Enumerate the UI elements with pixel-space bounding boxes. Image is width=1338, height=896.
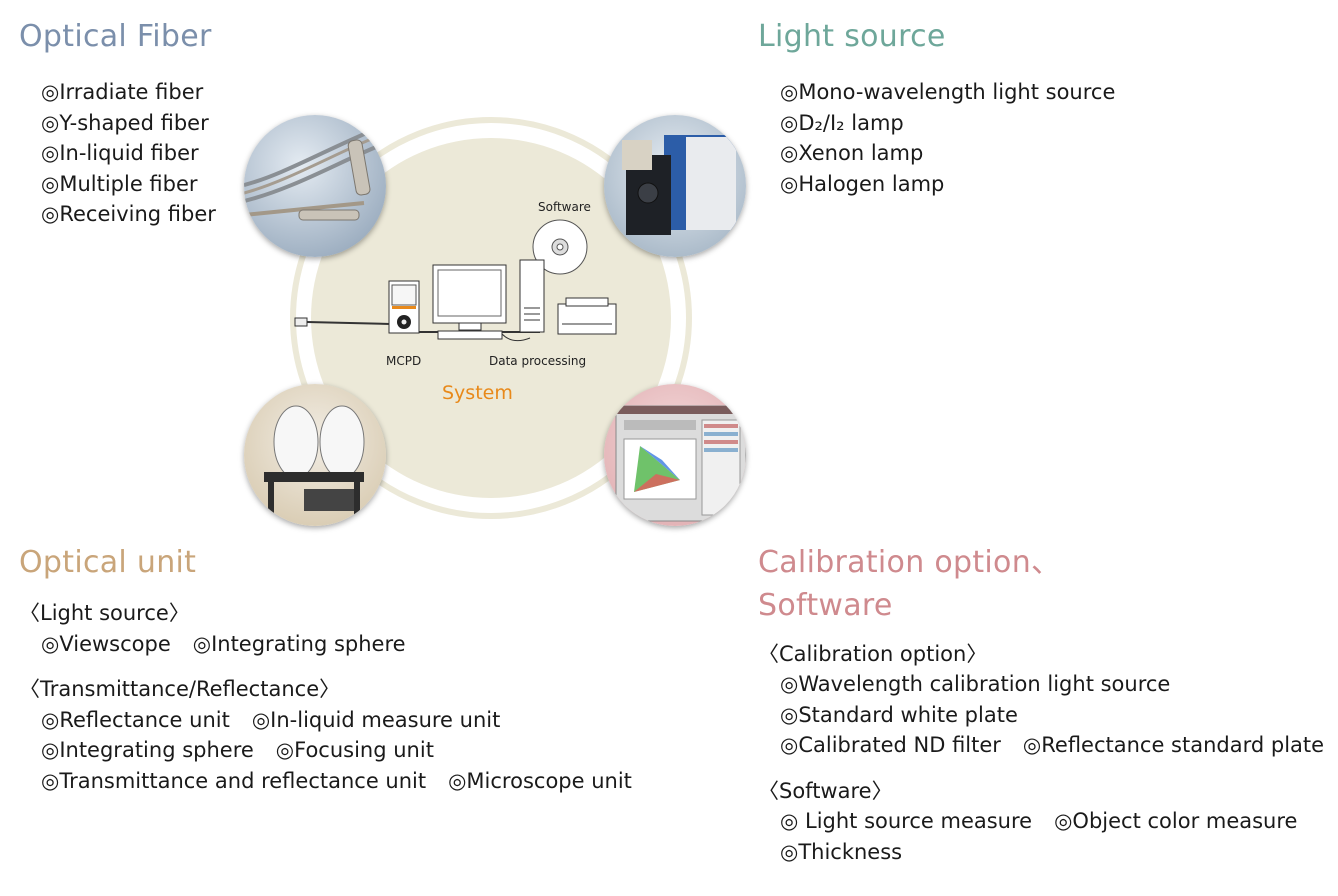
optical-unit-title: Optical unit	[19, 545, 197, 580]
item-thickness: ◎Thickness	[780, 840, 903, 864]
software-disc-icon	[532, 219, 588, 275]
list-item: ◎Wavelength calibration light source	[780, 669, 1170, 699]
list-item: ◎Multiple fiber	[41, 171, 198, 196]
system-label: System	[442, 382, 513, 404]
list-item: ◎Thickness	[780, 837, 902, 867]
list-item: ◎Receiving fiber	[41, 202, 216, 226]
list-item: ◎ Light source measure ◎Object color meas…	[780, 806, 1297, 836]
list-item: ◎Transmittance and reflectance unit ◎Micr…	[41, 766, 632, 796]
integrating-sphere-icon	[264, 405, 365, 522]
system-diagram: Software MCPD Data processing System	[240, 110, 750, 530]
lamp-housing-icon	[622, 135, 736, 235]
list-item: ◎Irradiate fiber	[41, 80, 204, 104]
item-reflectance-unit: ◎Reflectance unit	[41, 708, 230, 732]
software-label: Software	[538, 200, 591, 214]
calibration-option-heading: 〈Calibration option〉	[758, 642, 988, 666]
list-item: ◎Y-shaped fiber	[41, 110, 209, 135]
item-light-source-measure: ◎ Light source measure	[780, 809, 1033, 833]
item-transmittance-reflectance-unit: ◎Transmittance and reflectance unit	[41, 769, 427, 793]
fiber-photo	[244, 115, 386, 257]
optical-unit-photo	[244, 384, 386, 526]
item-in-liquid-measure-unit: ◎In-liquid measure unit	[251, 708, 501, 732]
lamp-photo	[604, 115, 746, 257]
software-heading: 〈Software〉	[758, 779, 893, 803]
item-focusing-unit: ◎Focusing unit	[275, 738, 434, 762]
light-source-list: ◎Mono-wavelength light source ◎D₂/I₂ lam…	[780, 77, 1115, 199]
list-item: ◎Reflectance unit ◎In-liquid measure unit	[41, 705, 500, 735]
list-item: ◎Xenon lamp	[780, 141, 924, 165]
optical-fiber-title: Optical Fiber	[19, 19, 212, 54]
list-item: ◎Mono-wavelength light source	[780, 80, 1116, 104]
computer-tower-icon	[519, 259, 545, 333]
optical-fiber-list: ◎Irradiate fiber ◎Y-shaped fiber ◎In-liq…	[41, 77, 216, 230]
equipment-drawing	[294, 219, 617, 342]
item-microscope-unit: ◎Microscope unit	[448, 769, 632, 793]
printer-icon	[557, 297, 617, 335]
list-item: ◎Standard white plate	[780, 700, 1018, 730]
item-reflectance-standard-plate: ◎Reflectance standard plate	[1022, 733, 1325, 757]
list-item: ◎In-liquid fiber	[41, 141, 199, 165]
item-object-color-measure: ◎Object color measure	[1054, 809, 1298, 833]
item-wavelength-calibration: ◎Wavelength calibration light source	[780, 672, 1171, 696]
list-item: ◎Integrating sphere ◎Focusing unit	[41, 735, 434, 765]
item-calibrated-nd-filter: ◎Calibrated ND filter	[780, 733, 1001, 757]
list-item: ◎Viewscope ◎Integrating sphere	[41, 629, 406, 659]
light-source-title: Light source	[758, 19, 946, 54]
transmittance-reflectance-heading: 〈Transmittance/Reflectance〉	[19, 677, 341, 701]
calibration-title-line1: Calibration option、	[758, 545, 1062, 580]
list-item: ◎D₂/I₂ lamp	[780, 110, 904, 135]
optical-unit-light-source-heading: 〈Light source〉	[19, 601, 190, 625]
calibration-title-line2: Software	[758, 588, 893, 623]
item-integrating-sphere: ◎Integrating sphere	[192, 632, 406, 656]
data-processing-label: Data processing	[489, 354, 587, 368]
fiber-cable-icon	[244, 123, 386, 221]
mcpd-label: MCPD	[386, 354, 422, 368]
item-integrating-sphere: ◎Integrating sphere	[41, 738, 254, 762]
item-standard-white-plate: ◎Standard white plate	[780, 703, 1018, 727]
fiber-probe-icon	[294, 317, 391, 327]
mcpd-unit-icon	[388, 280, 420, 334]
list-item: ◎Halogen lamp	[780, 171, 945, 196]
software-photo	[604, 384, 746, 526]
item-viewscope: ◎Viewscope	[41, 632, 171, 656]
list-item: ◎Calibrated ND filter ◎Reflectance standa…	[780, 730, 1324, 760]
monitor-icon	[432, 264, 507, 340]
